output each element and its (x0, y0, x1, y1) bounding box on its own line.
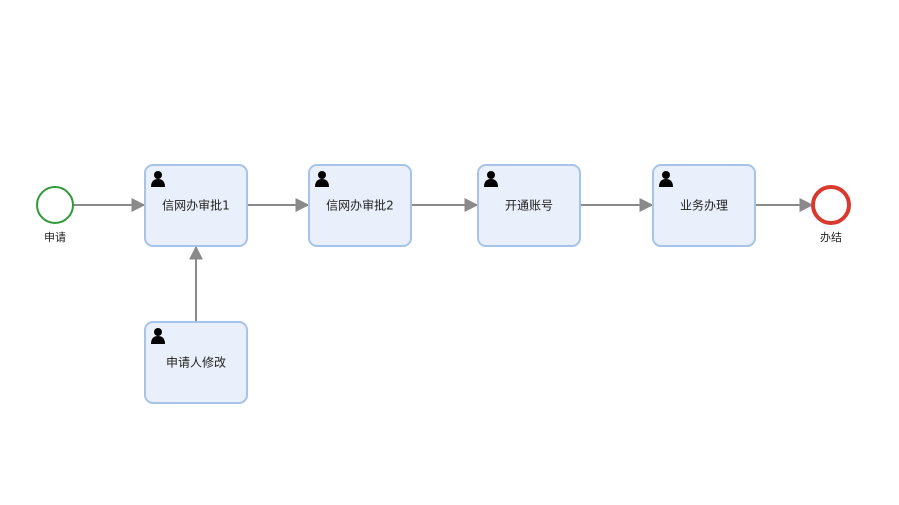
task-label: 信网办审批1 (162, 198, 230, 213)
task-label: 信网办审批2 (326, 198, 394, 213)
start-event[interactable] (36, 186, 74, 224)
end-event-label: 办结 (820, 231, 842, 244)
task-label: 申请人修改 (166, 355, 226, 370)
task-node[interactable]: 信网办审批2 (308, 164, 412, 247)
task-node[interactable]: 开通账号 (477, 164, 581, 247)
task-node[interactable]: 业务办理 (652, 164, 756, 247)
task-node[interactable]: 申请人修改 (144, 321, 248, 404)
task-node[interactable]: 信网办审批1 (144, 164, 248, 247)
start-event-label: 申请 (44, 231, 66, 244)
task-label: 开通账号 (505, 199, 553, 213)
end-event[interactable] (811, 185, 851, 225)
task-label: 业务办理 (680, 198, 728, 213)
